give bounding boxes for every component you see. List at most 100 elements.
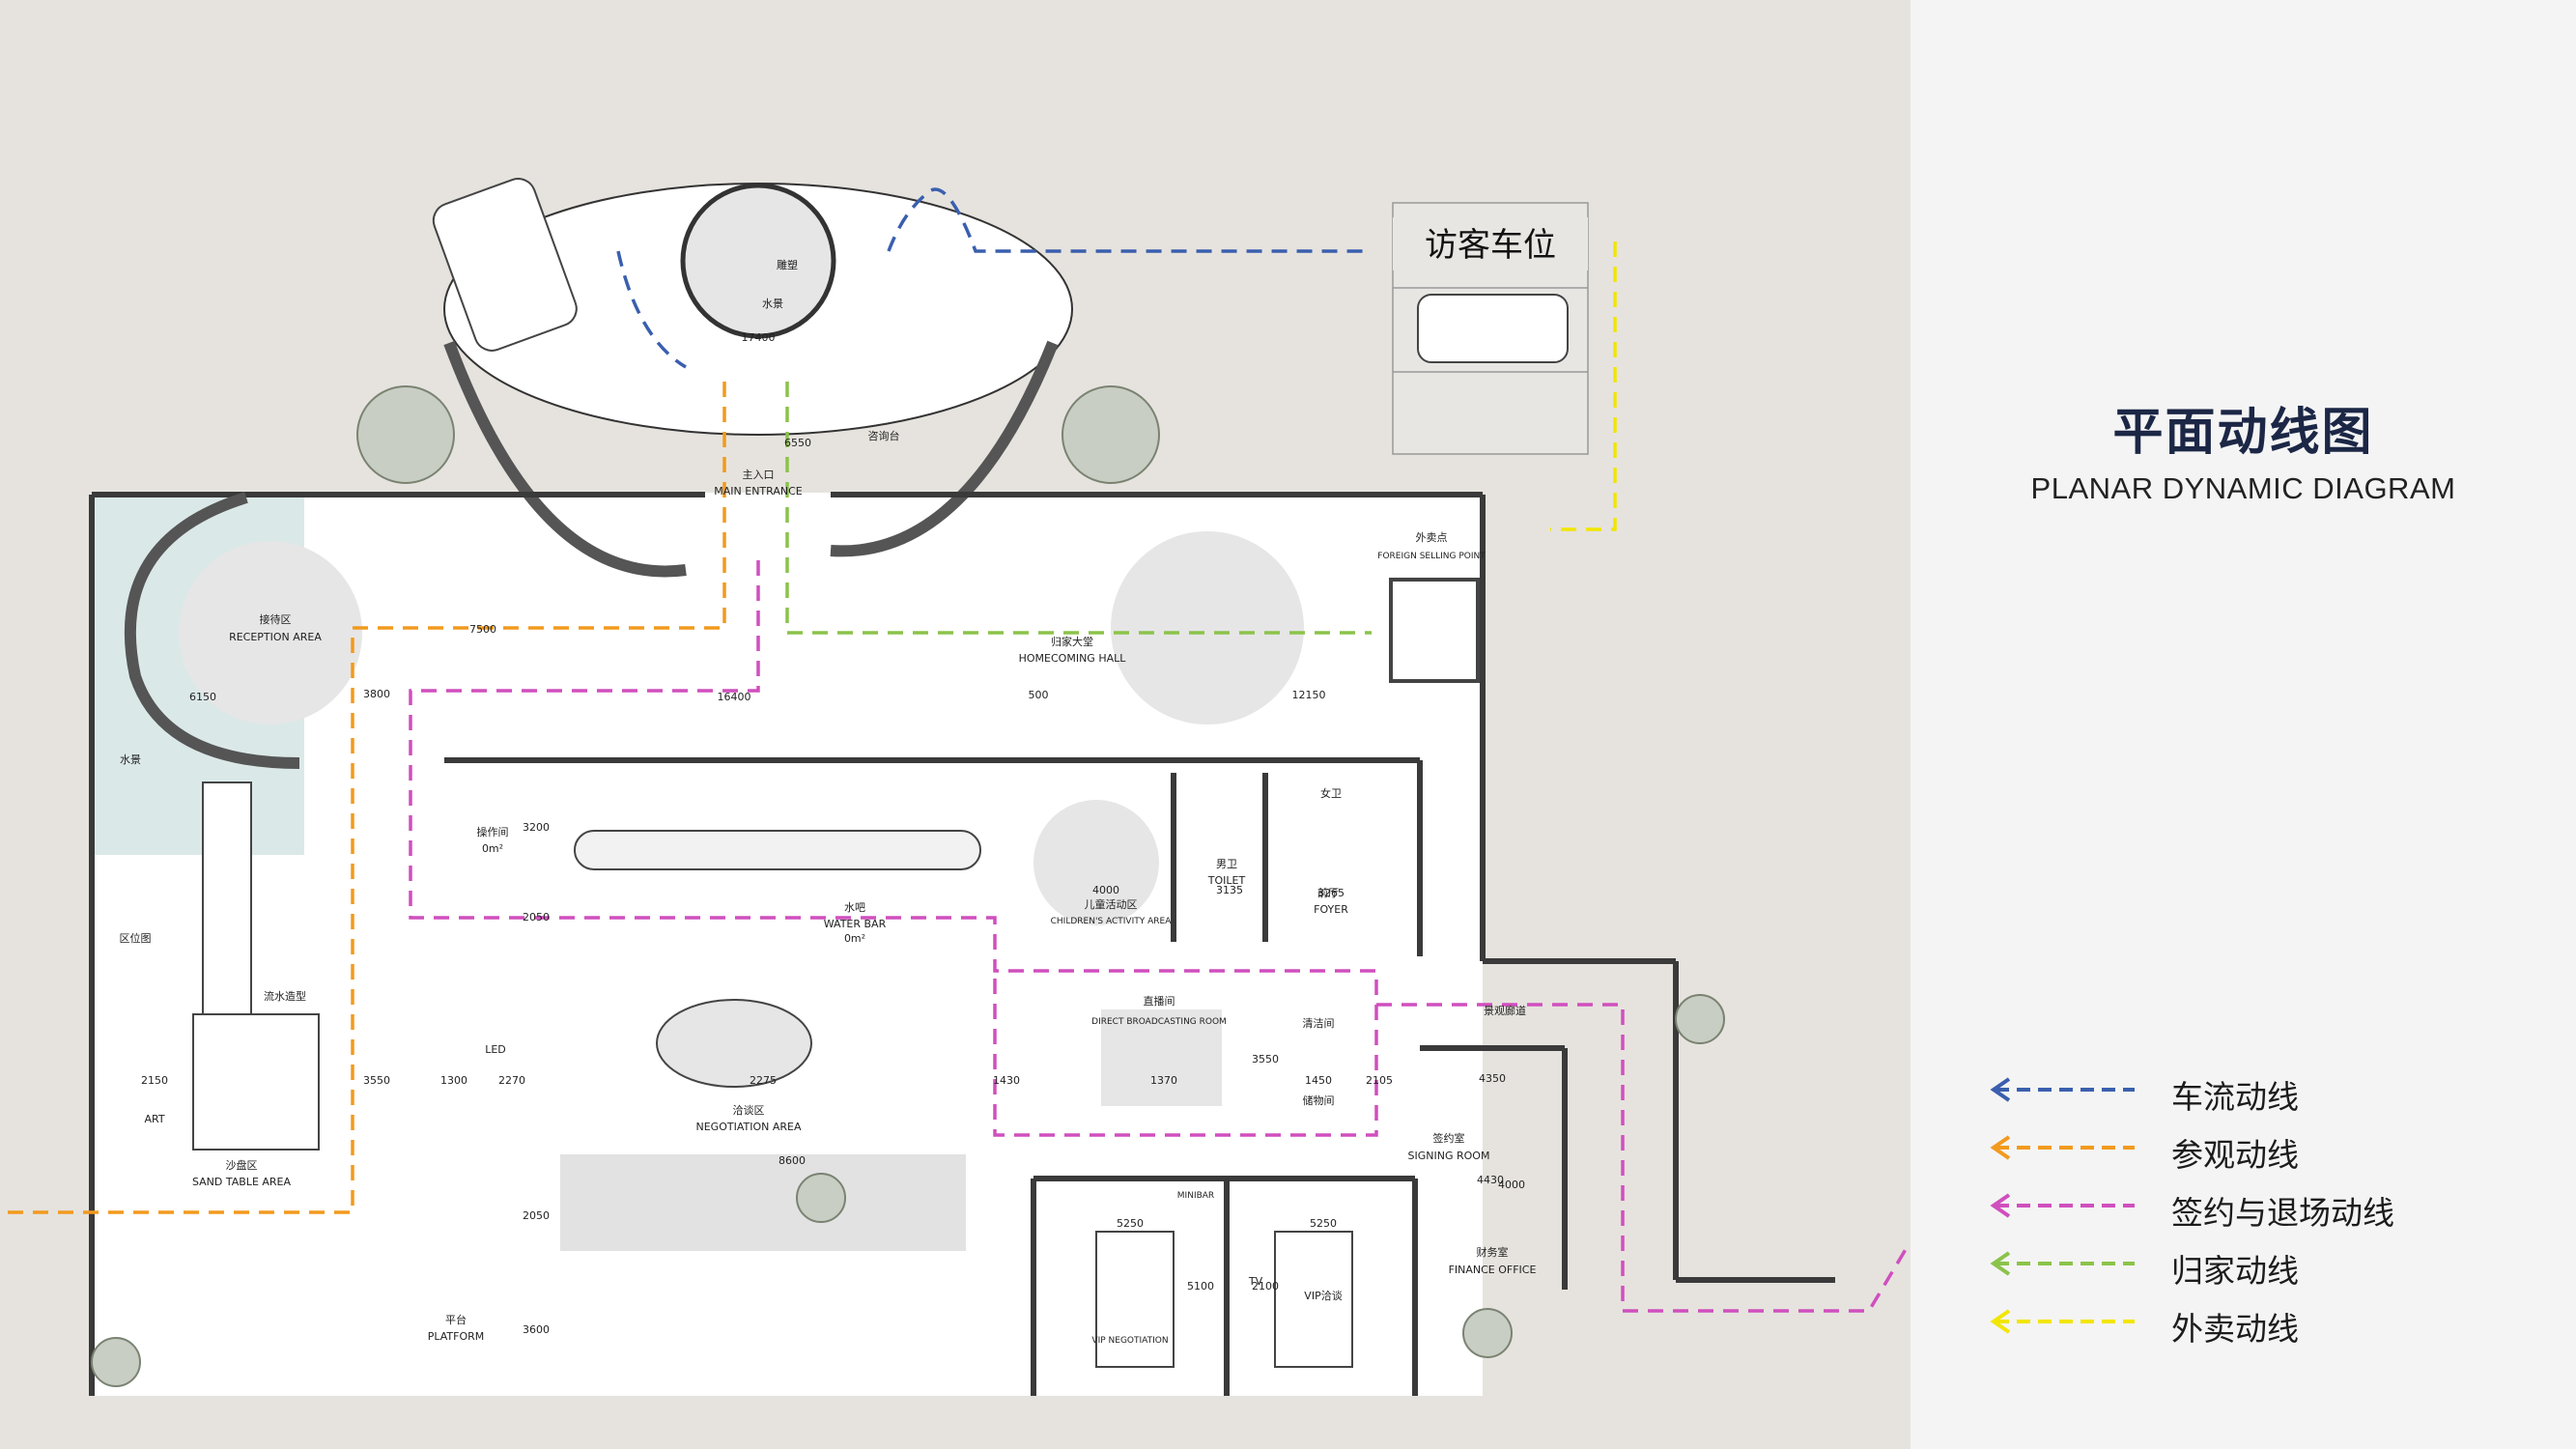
dimension-label: 2270 (498, 1074, 525, 1087)
page-title: 平面动线图 (2112, 404, 2374, 462)
foyer-cn: 前厅 (1317, 886, 1339, 899)
lounge-area (560, 1154, 966, 1251)
dimension-label: 3265 (1317, 887, 1345, 899)
signing-en: SIGNING ROOM (1408, 1150, 1490, 1162)
vip-table-left (1095, 1231, 1175, 1368)
water-model (202, 781, 252, 1015)
location-map-label: 区位图 (120, 931, 152, 945)
legend-item: 车流动线 (1911, 1067, 2576, 1116)
legend-label: 归家动线 (2171, 1252, 2299, 1290)
visitor-parking-label: 访客车位 (1425, 226, 1556, 265)
toilet-en-label: TOILET (1207, 874, 1246, 887)
sand-table-cn: 沙盘区 (226, 1158, 258, 1172)
main-entrance-cn: 主入口 (743, 469, 775, 481)
car-icon (1417, 294, 1569, 363)
dimension-label: 1450 (1305, 1074, 1332, 1087)
dimension-label: 1430 (993, 1074, 1020, 1087)
legend-arrow-icon (1990, 1135, 2135, 1160)
legend-label: 外卖动线 (2171, 1310, 2299, 1348)
page-subtitle: PLANAR DYNAMIC DIAGRAM (2030, 471, 2456, 505)
art-label: ART (144, 1113, 164, 1125)
female-toilet-label: 女卫 (1320, 786, 1342, 800)
sand-table-en: SAND TABLE AREA (192, 1176, 292, 1188)
entrance-arc-wall (443, 340, 687, 578)
legend-panel: 平面动线图 PLANAR DYNAMIC DIAGRAM 车流动线参观动线签约与… (1911, 0, 2576, 1449)
homecoming-en: HOMECOMING HALL (1019, 652, 1127, 665)
dimension-label: 12150 (1292, 689, 1326, 701)
legend-label: 车流动线 (2171, 1078, 2299, 1116)
dimension-label: 6550 (784, 437, 811, 449)
legend-item: 外卖动线 (1911, 1299, 2576, 1348)
dimension-label: 3600 (523, 1323, 550, 1336)
foyer-en: FOYER (1314, 903, 1348, 916)
vip-negotiation-en: VIP NEGOTIATION (1091, 1336, 1168, 1346)
dimension-label: 3800 (363, 688, 390, 700)
reception-wall (124, 492, 300, 769)
legend-label: 签约与退场动线 (2171, 1194, 2394, 1232)
flow-lines (0, 187, 1910, 1313)
legend-item: 签约与退场动线 (1911, 1183, 2576, 1232)
dimension-label: 3550 (1252, 1053, 1279, 1065)
sculpture-label: 雕塑 (777, 258, 798, 271)
water-bar-cn: 水吧 (844, 901, 865, 914)
signing-cn: 签约室 (1433, 1131, 1465, 1145)
dimension-label: 1370 (1150, 1074, 1177, 1087)
dimension-label: 500 (1029, 689, 1049, 701)
dimension-label: 4430 (1477, 1174, 1504, 1186)
minibar-label: MINIBAR (1177, 1191, 1214, 1201)
dimension-label: 5250 (1310, 1217, 1337, 1230)
dimension-label: 2275 (750, 1074, 777, 1087)
dimension-label: 2105 (1366, 1074, 1393, 1087)
children-cn: 儿童活动区 (1085, 897, 1138, 911)
legend-item: 参观动线 (1911, 1125, 2576, 1174)
platform-en: PLATFORM (428, 1330, 485, 1343)
entrance-arc-wall-right (830, 340, 1059, 557)
trees (91, 385, 1725, 1387)
finance-cn: 财务室 (1477, 1245, 1509, 1259)
legend-arrow-icon (1990, 1193, 2135, 1218)
homecoming-cn: 归家大堂 (1051, 635, 1093, 648)
reception-cn: 接待区 (260, 612, 292, 626)
water-model-label: 流水造型 (264, 989, 306, 1003)
reception-circle (179, 541, 362, 724)
dimension-label: 5250 (1117, 1217, 1144, 1230)
legend-item: 归家动线 (1911, 1241, 2576, 1290)
info-desk-label: 咨询台 (868, 429, 900, 442)
negotiation-en: NEGOTIATION AREA (696, 1121, 802, 1133)
broadcast-room (1101, 1009, 1222, 1106)
dimension-label: 0m² (844, 932, 865, 945)
platform-cn: 平台 (445, 1313, 467, 1326)
dimension-label: 4000 (1498, 1179, 1525, 1191)
visit-flow-line (0, 382, 726, 1214)
viewing-corridor-label: 景观廊道 (1484, 1004, 1526, 1017)
platform-floor (92, 1265, 1019, 1396)
legend-arrow-icon (1990, 1077, 2135, 1102)
dimension-label: 16400 (718, 691, 751, 703)
car-flow-line (616, 187, 1372, 369)
dimension-label: 4000 (1092, 884, 1119, 896)
broadcast-cn: 直播间 (1144, 994, 1175, 1008)
dimension-label: 2150 (141, 1074, 168, 1087)
sand-table (192, 1013, 320, 1151)
dimension-label: 7500 (469, 623, 496, 636)
floor-plan: 访客车位 主入口 MAIN ENTRANCE 咨询台 水景 雕塑 接待区 REC… (0, 178, 1910, 1396)
led-label: LED (485, 1043, 506, 1056)
water-feature-left: 水景 (120, 753, 141, 766)
home-flow-line (785, 382, 1372, 635)
dimension-label: 2100 (1252, 1280, 1279, 1293)
children-area (1033, 800, 1159, 925)
negotiation-table (656, 999, 812, 1088)
vip-table-right (1274, 1231, 1353, 1368)
fountain (680, 183, 836, 339)
walls (89, 492, 1835, 1396)
finance-en: FINANCE OFFICE (1449, 1264, 1537, 1276)
children-en: CHILDREN'S ACTIVITY AREA (1051, 917, 1173, 926)
legend-arrow-icon (1990, 1251, 2135, 1276)
dimension-label: 0m² (482, 842, 503, 855)
negotiation-cn: 洽谈区 (733, 1104, 765, 1117)
sign-flow-line (409, 560, 1910, 1313)
water-bar-counter (574, 830, 981, 870)
broadcast-en: DIRECT BROADCASTING ROOM (1091, 1017, 1227, 1027)
